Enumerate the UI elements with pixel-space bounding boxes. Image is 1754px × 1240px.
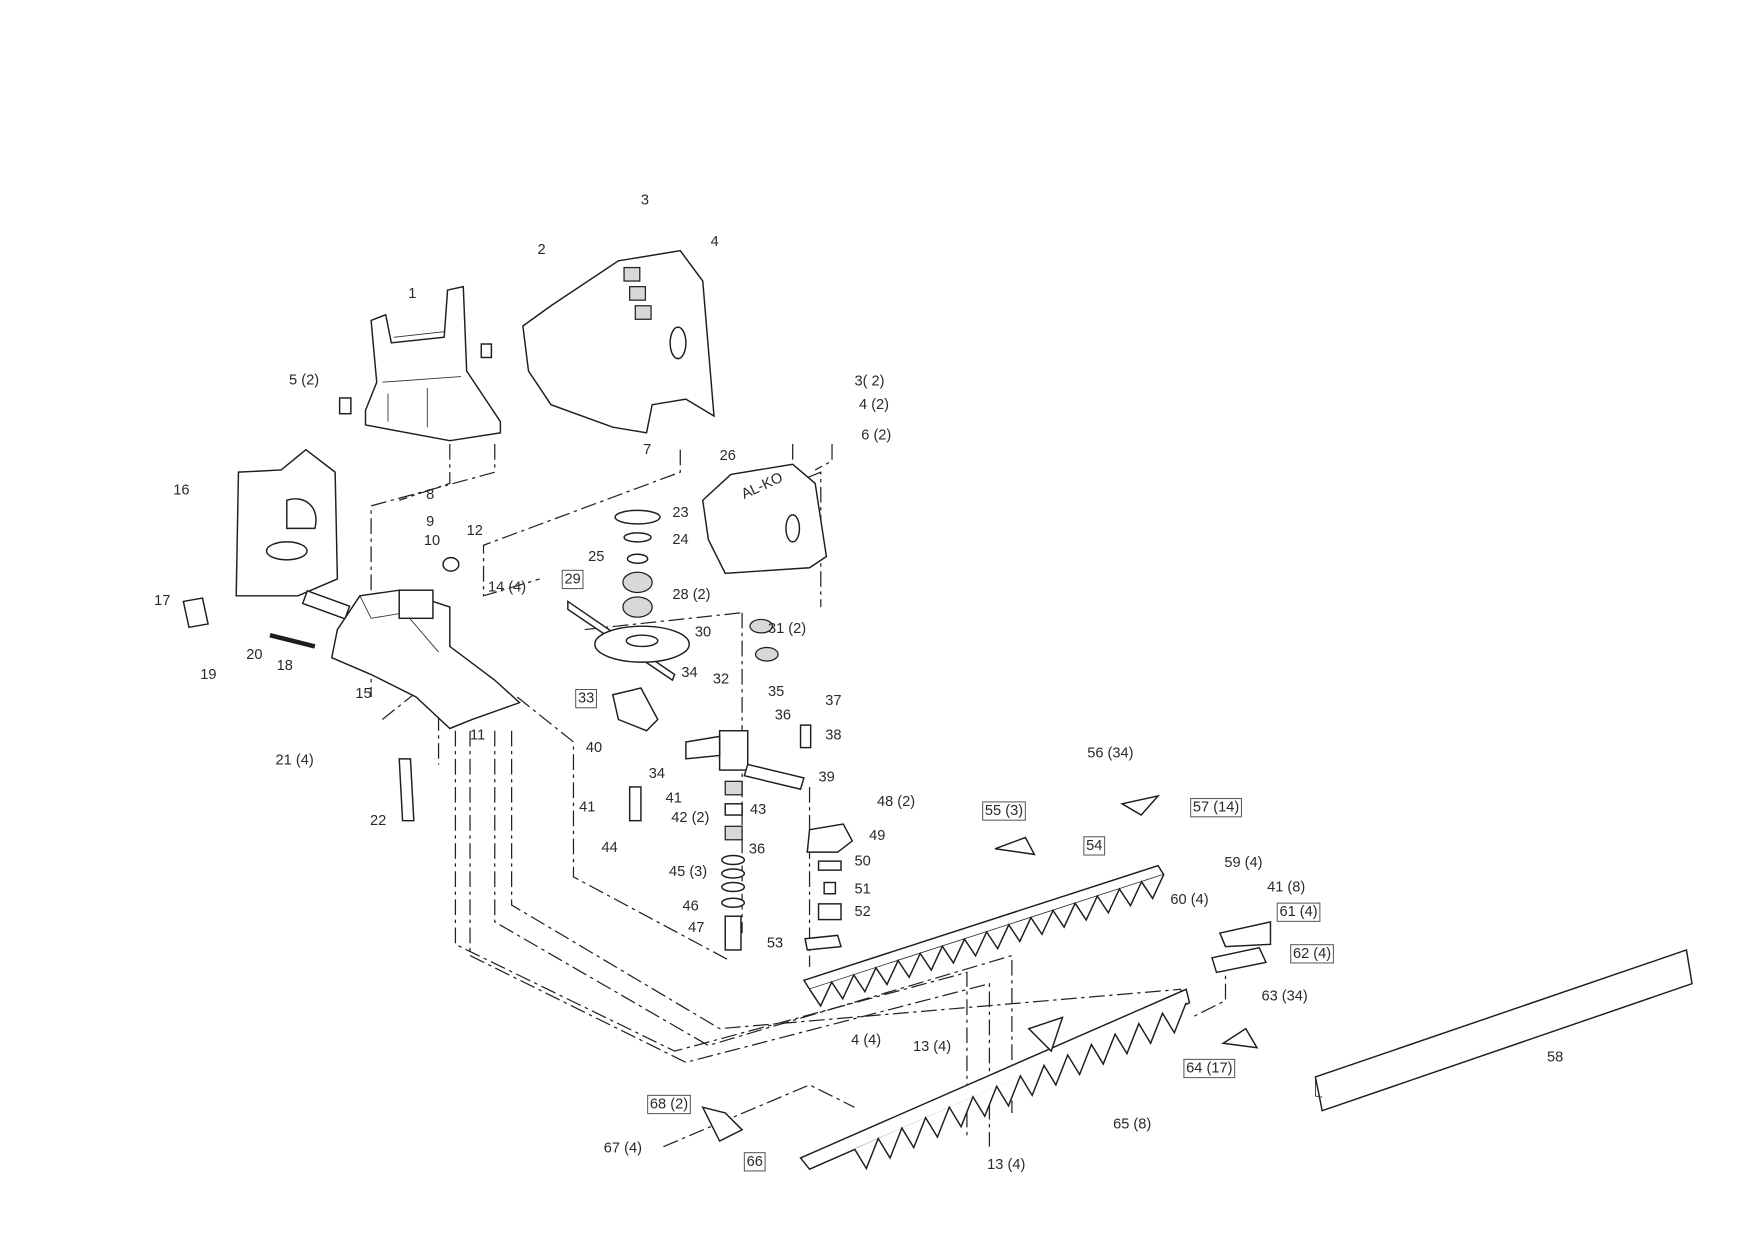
callout-label: 12: [467, 523, 483, 539]
callout-label: 13 (4): [987, 1157, 1025, 1173]
callout-label: 16: [173, 483, 189, 499]
cutter-teeth: [853, 1002, 1187, 1171]
callout-label: 53: [767, 936, 783, 952]
part-cover-top: [522, 249, 715, 434]
callout-label: 56 (34): [1087, 746, 1133, 762]
callout-box: [647, 1094, 691, 1115]
callout-label: 26: [720, 448, 736, 464]
part-knife-bar: [802, 794, 1165, 1008]
callout-box: [1276, 902, 1321, 922]
callout-label: 37: [825, 693, 841, 709]
callout-box: [575, 688, 597, 709]
callout-label: 20: [246, 647, 262, 663]
callout-label-boxed: 57 (14): [1193, 800, 1239, 816]
callout-box: [1183, 1058, 1236, 1079]
callout-label: 36: [775, 707, 791, 723]
callout-label-boxed: 68 (2): [650, 1096, 688, 1112]
callout-label: 47: [688, 920, 704, 936]
callout-label-boxed: 62 (4): [1293, 946, 1331, 962]
callout-label: 11: [470, 728, 485, 744]
callout-label: 42 (2): [671, 810, 709, 826]
callout-label: 41 (8): [1267, 879, 1305, 895]
callout-label: 46: [683, 899, 699, 915]
callout-label: 19: [200, 667, 216, 683]
callout-label: 17: [154, 593, 170, 609]
callout-box: [561, 569, 584, 590]
callout-label: 40: [586, 740, 602, 756]
callout-label-boxed: 55 (3): [985, 803, 1023, 819]
callout-label: 10: [424, 533, 440, 549]
callout-label: 44: [602, 840, 618, 856]
cutter-teeth: [808, 874, 1165, 1008]
callout-label-boxed: 64 (17): [1186, 1060, 1232, 1076]
callout-label: 34: [649, 766, 665, 782]
callout-label-boxed: 29: [564, 571, 580, 587]
part-frame-plate: [330, 556, 521, 822]
callout-label: 28 (2): [672, 587, 710, 603]
callout-label: 48 (2): [877, 794, 915, 810]
callout-label: 31 (2): [768, 621, 806, 637]
callout-label-boxed: 61 (4): [1279, 904, 1317, 920]
callout-box: [743, 1152, 766, 1172]
callout-box: [1190, 798, 1242, 818]
callout-label: 65 (8): [1113, 1117, 1151, 1133]
callout-label: 4: [711, 234, 719, 250]
callout-label: 59 (4): [1224, 855, 1262, 871]
callout-label: 43: [750, 802, 766, 818]
callout-label: 8: [426, 487, 434, 503]
callout-label: 2: [537, 242, 545, 258]
callout-label: 13 (4): [913, 1039, 951, 1055]
part-channel: [1314, 948, 1693, 1112]
callout-label: 5 (2): [289, 372, 319, 388]
callout-label: 6 (2): [861, 428, 891, 444]
callout-label: 15: [355, 686, 371, 702]
part-cutter-bar: [701, 920, 1272, 1171]
callout-label: 35: [768, 684, 784, 700]
callout-label: 25: [588, 549, 604, 565]
callout-label: 3( 2): [855, 374, 885, 390]
callout-label-boxed: 33: [578, 691, 594, 707]
callout-box: [1083, 836, 1106, 856]
callout-label: 34: [681, 665, 697, 681]
callout-label: 24: [672, 532, 688, 548]
part-cover-side: AL-KO: [701, 463, 828, 575]
callout-box: [982, 801, 1026, 821]
callout-label: 51: [855, 882, 871, 898]
callout-label: 63 (34): [1261, 989, 1307, 1005]
callout-label: 67 (4): [604, 1140, 642, 1156]
callout-label: 45 (3): [669, 864, 707, 880]
callout-label: 1: [408, 286, 416, 302]
callout-label: 38: [825, 728, 841, 744]
callout-box: [1290, 944, 1334, 964]
callout-label: 4 (4): [851, 1032, 881, 1048]
assembly-lines: [370, 444, 1227, 1148]
part-bracket: [338, 285, 502, 442]
callout-label: 52: [855, 904, 871, 920]
callout-label-boxed: 66: [747, 1154, 763, 1170]
callout-label: 4 (2): [859, 397, 889, 413]
callout-label: 36: [749, 841, 765, 857]
callout-label: 7: [643, 442, 651, 458]
part-engine-housing: [182, 448, 351, 649]
callout-label: 30: [695, 624, 711, 640]
callout-label-boxed: 54: [1086, 838, 1102, 854]
callout-label: 14 (4): [488, 579, 526, 595]
callout-label: 23: [672, 505, 688, 521]
callout-label: 21 (4): [276, 752, 314, 768]
callout-label: 3: [641, 193, 649, 209]
callout-label: 41: [666, 791, 682, 807]
part-pulley: [567, 509, 779, 732]
callout-label: 39: [819, 769, 835, 785]
callout-label: 22: [370, 813, 386, 829]
callout-label: 58: [1547, 1049, 1563, 1065]
callout-label: 60 (4): [1170, 892, 1208, 908]
callout-label: 32: [713, 672, 729, 688]
callout-label: 18: [277, 658, 293, 674]
callout-label: 50: [855, 854, 871, 870]
part-gearbox: [628, 724, 854, 951]
callout-label: 49: [869, 828, 885, 844]
callout-label: 41: [579, 800, 595, 816]
callout-label: 9: [426, 514, 434, 530]
